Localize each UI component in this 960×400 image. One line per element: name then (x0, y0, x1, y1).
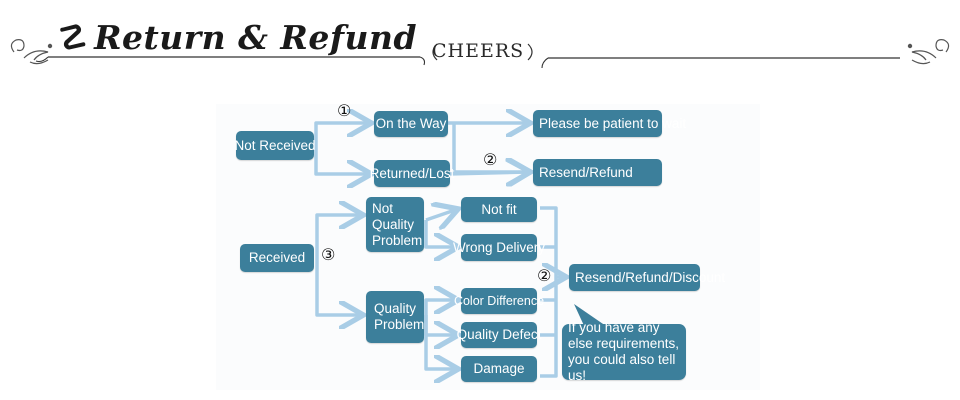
node-wrong-delivery: Wrong Delivery (453, 234, 545, 261)
return-icon: ☡ (58, 18, 89, 57)
page-title: ☡Return & Refund (58, 18, 417, 57)
node-not-quality-problem: Not Quality Problem (366, 197, 424, 252)
arrow-received-split (315, 215, 360, 258)
node-color-difference: Color Difference (454, 288, 544, 314)
marker-3: ③ (321, 245, 336, 264)
node-not-fit: Not fit (461, 197, 537, 222)
page-title-text: Return & Refund (94, 18, 418, 57)
node-received: Received (240, 244, 314, 272)
arrow-q-color (424, 300, 455, 315)
node-quality-defect: Quality Defect (457, 322, 541, 348)
arrow-notreceived-ontheway (314, 123, 368, 145)
node-on-the-way: On the Way (374, 111, 448, 137)
node-resend-refund-discount: Resend/Refund/Discount (569, 264, 725, 291)
arrow-returned-resend (447, 172, 527, 174)
node-returned-lost: Returned/Lost (370, 160, 454, 187)
callout-pointer (574, 304, 606, 330)
arrow-merge (540, 206, 558, 378)
arrow-notreceived-returned (314, 145, 368, 174)
header: ☡Return & Refund CHEERS (0, 0, 960, 90)
arrow-nq-notfit (425, 210, 455, 220)
node-resend-refund: Resend/Refund (533, 159, 662, 186)
marker-1: ① (337, 101, 352, 120)
header-ornament (10, 39, 950, 69)
cheers-badge: CHEERS (432, 40, 525, 62)
arrow-q-damage (424, 315, 455, 369)
callout-note: If you have any else requirements, you c… (562, 320, 686, 383)
node-damage: Damage (461, 356, 537, 382)
arrow-q-defect (424, 315, 455, 335)
node-quality-problem: Quality Problem (366, 291, 424, 343)
node-please-wait: Please be patient to wait (533, 110, 686, 137)
marker-2-bottom: ② (537, 266, 552, 285)
arrow-received-quality (315, 258, 360, 315)
marker-2-top: ② (483, 150, 498, 169)
node-not-received: Not Received (234, 131, 316, 160)
arrow-nq-wrong (424, 220, 455, 247)
